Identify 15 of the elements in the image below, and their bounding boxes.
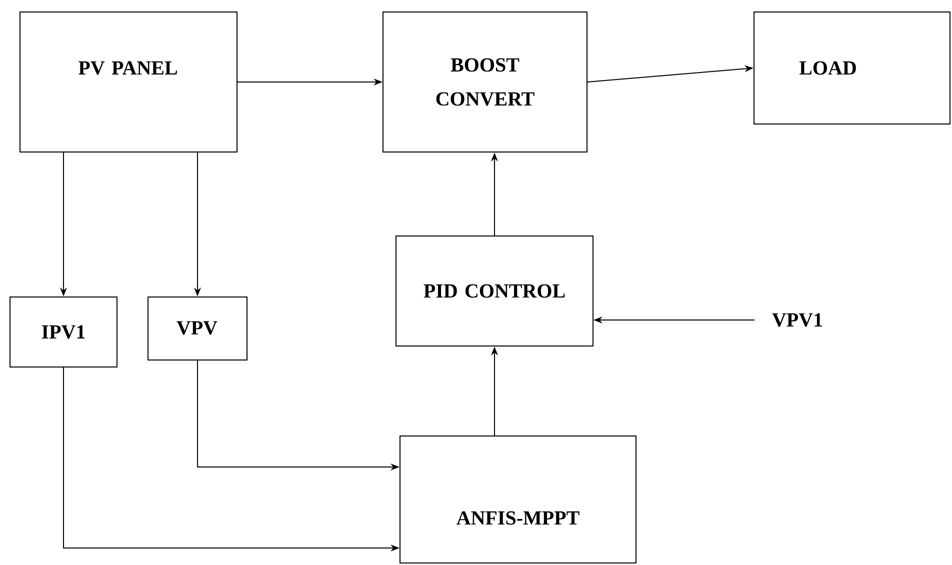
node-label: LOAD [799,61,856,75]
node-label: BOOST CONVERT [436,58,534,106]
process-box [382,12,588,152]
node-label: PV PANEL [78,61,177,75]
process-box [754,12,951,124]
node-label: VPV [176,321,218,335]
process-box [10,296,118,368]
process-box [20,12,238,152]
node-text: VPV1 [772,313,822,327]
node-label: IPV1 [42,325,85,339]
process-box [396,236,594,346]
node-label: PID CONTROL [424,284,565,298]
process-box [400,436,636,564]
process-box [148,296,248,360]
node-label: ANFIS-MPPT [456,511,580,525]
